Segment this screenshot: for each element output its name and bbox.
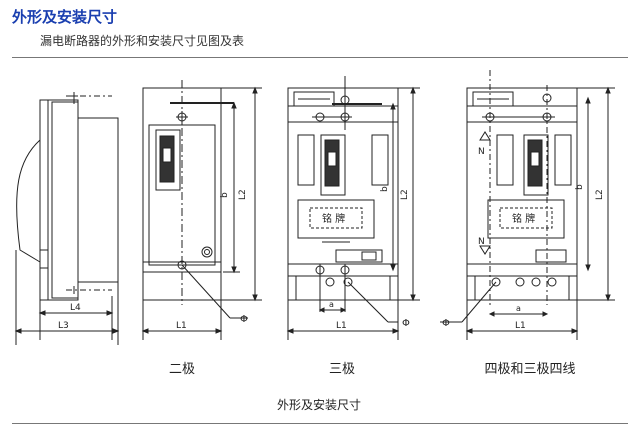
four-pole-dim-phi: Φ: [442, 318, 450, 329]
three-pole-view: [286, 76, 420, 340]
four-pole-nameplate: 铭 牌: [512, 212, 535, 225]
four-pole-dim-l2: L2: [595, 189, 605, 200]
two-pole-dim-l1: L1: [176, 321, 187, 331]
four-pole-dim-b: b: [575, 184, 585, 190]
three-pole-nameplate: 铭 牌: [322, 212, 345, 225]
two-pole-dim-l2: L2: [238, 189, 248, 200]
four-pole-n-top: N: [478, 147, 485, 157]
three-pole-dim-phi: Φ: [402, 318, 410, 329]
three-pole-dim-a: a: [329, 300, 334, 309]
dim-l3: L3: [58, 321, 69, 331]
side-view: [14, 92, 120, 345]
dim-l4: L4: [70, 303, 81, 313]
two-pole-dim-phi: Φ: [240, 314, 248, 325]
three-pole-dim-b: b: [380, 186, 390, 192]
figure-caption: 外形及安装尺寸: [276, 398, 361, 412]
caption-two-pole: 二极: [168, 362, 195, 377]
two-pole-dim-b: b: [220, 192, 230, 198]
caption-four-pole: 四极和三极四线: [484, 362, 576, 377]
four-pole-dim-l1: L1: [515, 321, 526, 331]
bottom-divider: [12, 423, 628, 424]
three-pole-dim-l1: L1: [336, 321, 347, 331]
caption-three-pole: 三极: [328, 362, 355, 377]
top-divider: [12, 57, 628, 58]
four-pole-dim-a: a: [516, 304, 521, 313]
four-pole-n-bottom: N: [478, 237, 485, 247]
three-pole-dim-l2: L2: [400, 189, 410, 200]
two-pole-view: [141, 80, 262, 340]
four-pole-view: [440, 70, 615, 340]
page-subtitle: 漏电断路器的外形和安装尺寸见图及表: [40, 34, 245, 48]
page-title: 外形及安装尺寸: [12, 8, 118, 26]
